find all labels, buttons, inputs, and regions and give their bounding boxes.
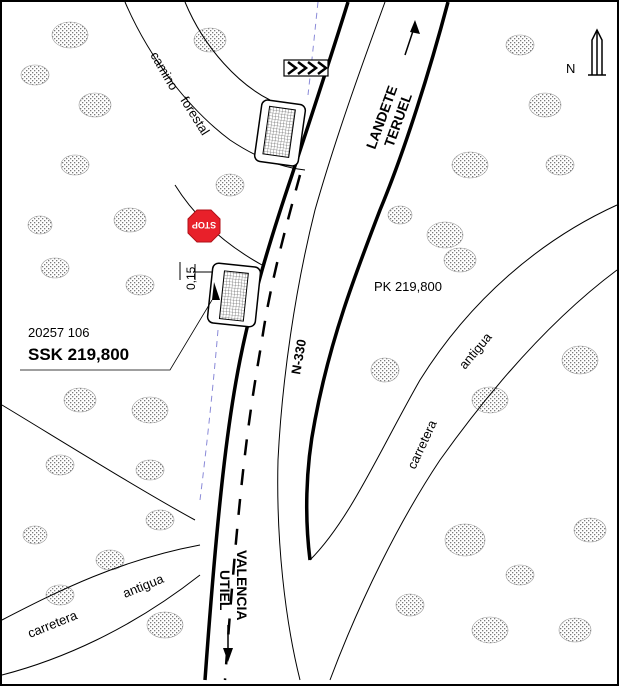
north-arrow-icon <box>588 28 606 76</box>
old-road-left <box>1 404 201 676</box>
label-leader-line <box>20 299 213 371</box>
arrow-north-icon <box>404 20 420 56</box>
traffic-island-bottom <box>206 262 262 328</box>
north-label: N <box>566 61 575 76</box>
label-antigua-left: antigua <box>121 571 167 601</box>
arrow-south-icon <box>223 625 233 662</box>
label-camino: camino <box>147 49 181 93</box>
traffic-island-top <box>253 99 307 167</box>
label-antigua-right: antigua <box>456 329 495 372</box>
stop-sign-text: STOP <box>192 220 216 230</box>
offset-dimension <box>179 262 212 280</box>
sign-code-label: 20257 106 <box>28 325 89 340</box>
pk-label: PK 219,800 <box>374 279 442 294</box>
ssk-label: SSK 219,800 <box>28 345 129 364</box>
label-forestal: forestal <box>177 94 212 138</box>
label-n330: N-330 <box>288 338 309 375</box>
vegetation-group <box>20 21 607 644</box>
label-carretera-right: carretera <box>404 417 440 471</box>
offset-label: 0,15 <box>184 266 198 290</box>
label-valencia: VALENCIA <box>234 550 250 621</box>
old-road-right <box>309 204 618 681</box>
label-carretera-left: carretera <box>26 607 81 641</box>
chevron-sign <box>283 59 329 77</box>
stop-sign <box>187 209 221 243</box>
label-utiel: UTIEL <box>217 570 233 611</box>
